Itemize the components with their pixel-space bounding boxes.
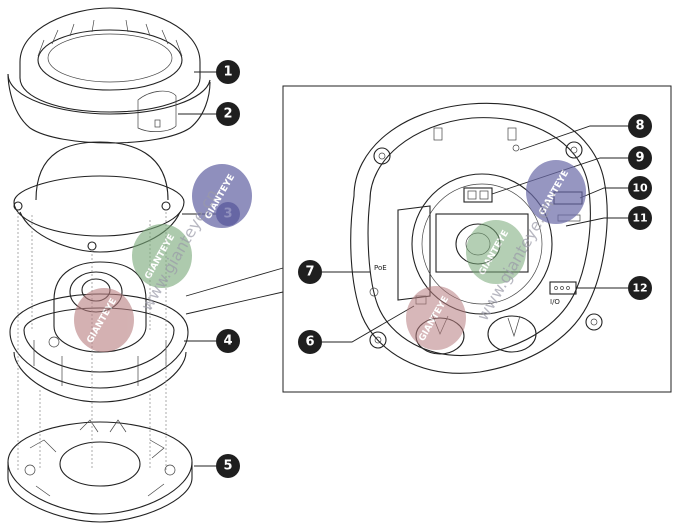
io-label: I/O	[550, 298, 560, 306]
callout-9: 9	[628, 146, 652, 170]
watermark-badge-purple-left: GIANTEYE	[192, 164, 252, 228]
watermark-badge-purple-right: GIANTEYE	[526, 160, 586, 224]
callout-12-number: 12	[632, 282, 647, 295]
callout-1: 1	[216, 60, 240, 84]
top-cover	[7, 7, 211, 144]
callout-5: 5	[216, 454, 240, 478]
callout-4: 4	[216, 329, 240, 353]
watermark-badge-green-right: GIANTEYE	[466, 220, 526, 284]
assembly-guides	[17, 212, 167, 470]
leader-lines	[178, 71, 628, 467]
dome-bubble	[13, 141, 185, 253]
watermark-badge-green-left: GIANTEYE	[132, 224, 192, 288]
callout-1-number: 1	[223, 65, 232, 80]
callout-6: 6	[298, 330, 322, 354]
callout-4-number: 4	[223, 334, 232, 349]
callout-6-number: 6	[305, 335, 314, 350]
watermark-badge-red-right: GIANTEYE	[406, 286, 466, 350]
mounting-base	[7, 419, 193, 523]
callout-2-number: 2	[223, 107, 232, 122]
callout-8-number: 8	[635, 119, 644, 134]
callout-7: 7	[298, 260, 322, 284]
callout-8: 8	[628, 114, 652, 138]
callout-12: 12	[628, 276, 652, 300]
callout-9-number: 9	[635, 151, 644, 166]
callout-5-number: 5	[223, 459, 232, 474]
callout-10: 10	[628, 176, 652, 200]
watermark-badge-red-left: GIANTEYE	[74, 288, 134, 352]
callout-7-number: 7	[305, 265, 314, 280]
callout-10-number: 10	[632, 182, 648, 195]
callout-2: 2	[216, 102, 240, 126]
callout-11: 11	[628, 206, 652, 230]
poe-label: PoE	[374, 264, 387, 272]
callout-11-number: 11	[632, 212, 647, 225]
